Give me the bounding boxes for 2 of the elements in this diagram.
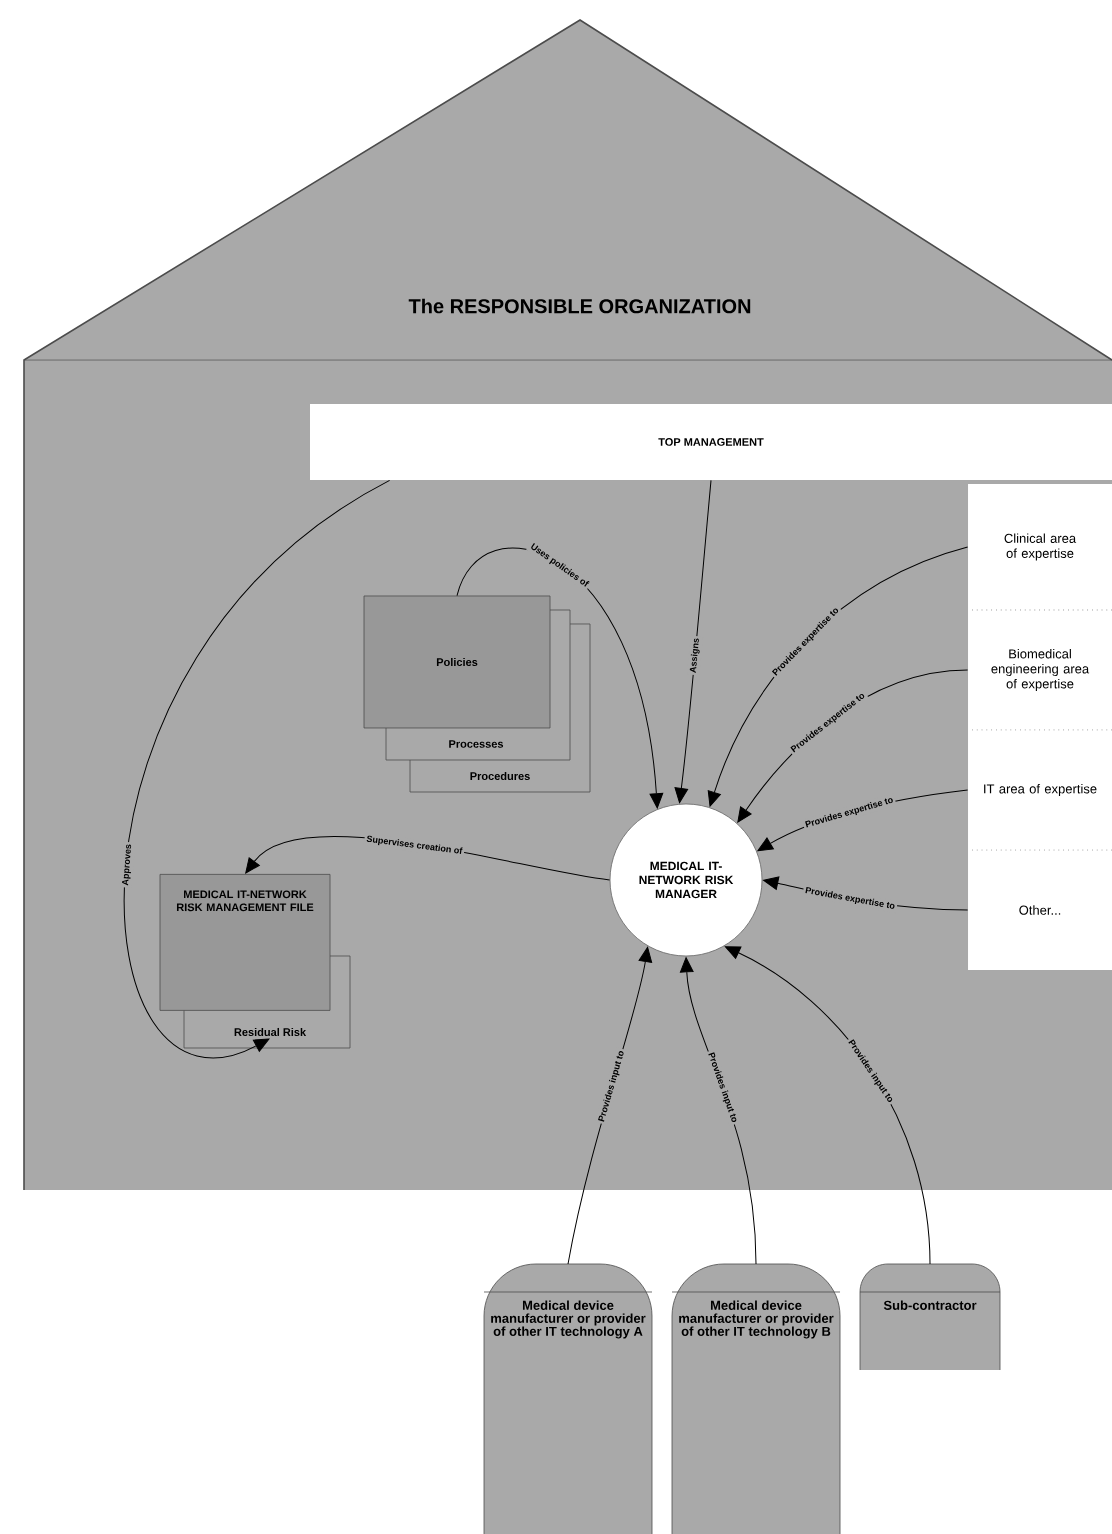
arrow <box>674 479 712 804</box>
arrow <box>124 479 391 1059</box>
